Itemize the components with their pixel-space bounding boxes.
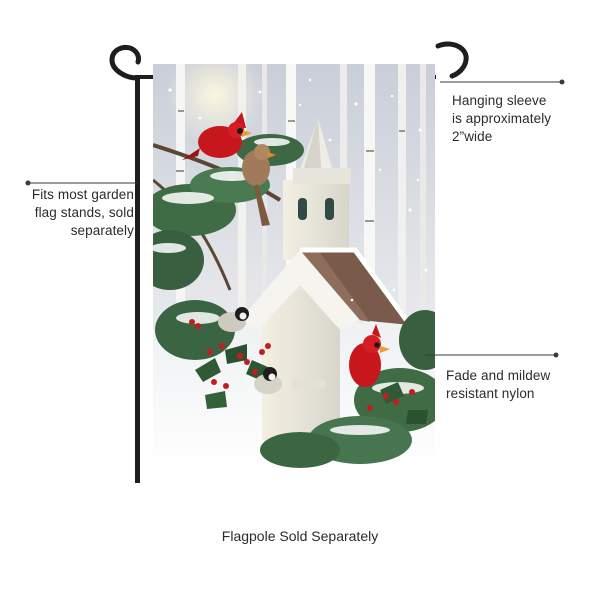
cardinal-male-top <box>182 112 252 160</box>
callout-line: is approximately <box>452 111 552 126</box>
snowflakes <box>168 78 428 302</box>
callout-line: resistant nylon <box>446 386 535 401</box>
birdhouse-church <box>240 118 413 440</box>
callout-line: 2”wide <box>452 129 493 144</box>
callout-line: Hanging sleeve <box>452 93 547 108</box>
cardinal-male-bottom <box>349 324 390 387</box>
callout-line: Fade and mildew <box>446 368 551 383</box>
callout-line: separately <box>70 223 134 238</box>
cardinal-female <box>242 144 276 226</box>
callout-flag-stand: Fits most garden flag stands, sold separ… <box>10 186 134 240</box>
flag-artwork <box>153 64 435 472</box>
chickadees <box>218 307 282 394</box>
callout-line: Fits most garden <box>31 187 134 202</box>
callout-hanging-sleeve: Hanging sleeve is approximately 2”wide <box>452 92 592 146</box>
flagpole-caption: Flagpole Sold Separately <box>221 528 379 544</box>
callout-leaders <box>25 79 565 358</box>
holly-berries <box>189 319 415 411</box>
callout-line: flag stands, sold <box>34 205 134 220</box>
callout-material: Fade and mildew resistant nylon <box>446 367 596 403</box>
